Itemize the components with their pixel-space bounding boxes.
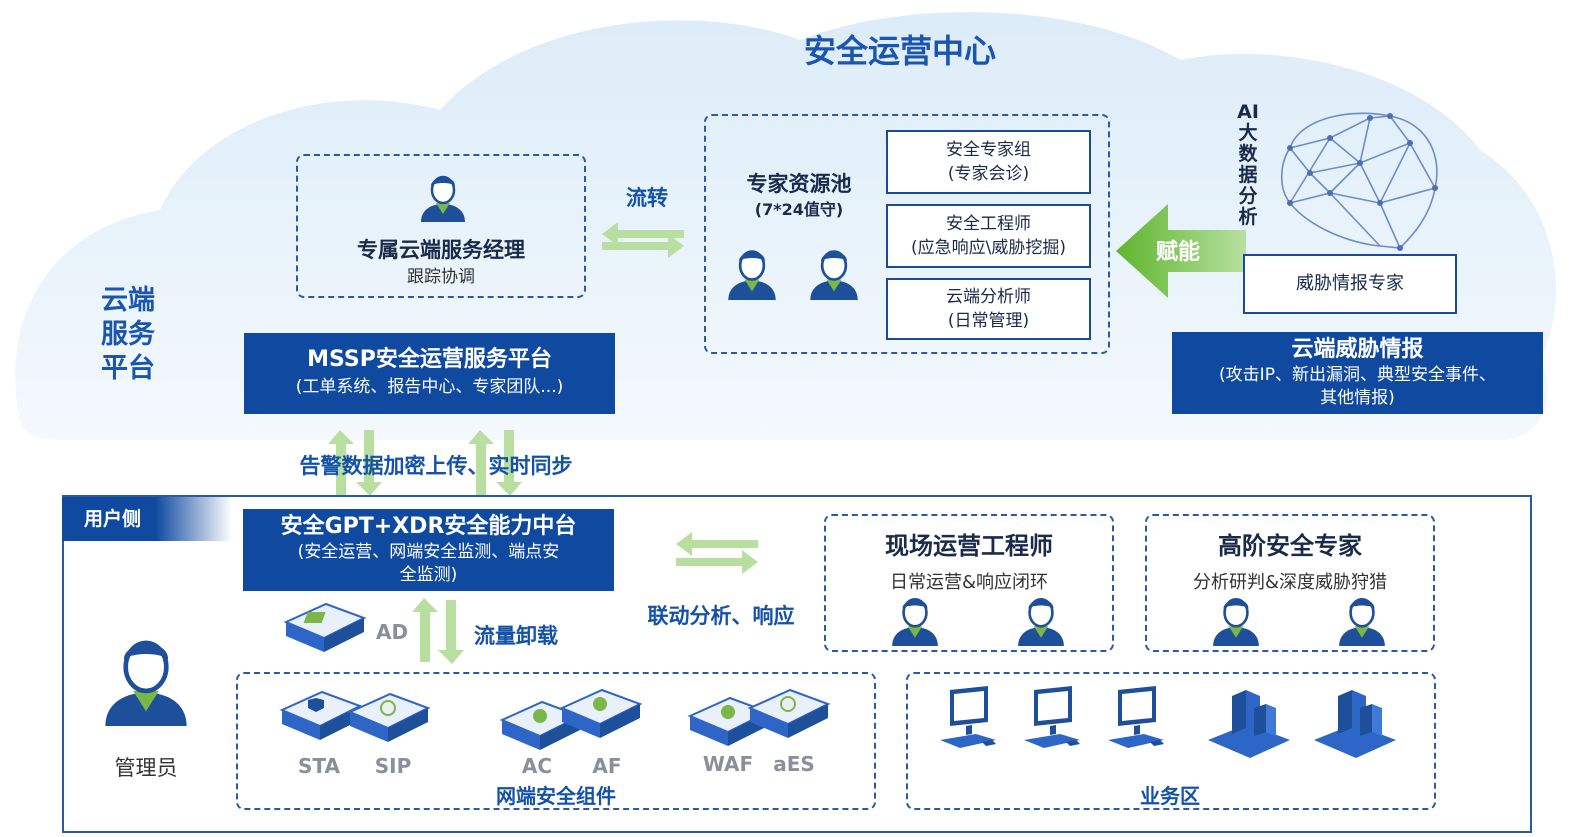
device-label: SIP [374, 754, 412, 778]
user-side-tab: 用户侧 [62, 497, 232, 541]
person-icon [421, 175, 465, 222]
field-engineer-subtitle: 日常运营&响应闭环 [889, 572, 1049, 593]
empower-label: 赋能 [1155, 240, 1200, 265]
expert-pool-box: 专家资源池 (7*24值守) 安全专家组 (专家会诊) 安全工程师 (应急响应\… [704, 114, 1110, 354]
manager-title: 专属云端服务经理 [357, 238, 525, 262]
group-line1: 安全工程师 [946, 214, 1031, 234]
computer-icon [1024, 686, 1080, 748]
threat-intel-line1: (攻击IP、新出漏洞、典型安全事件、 [1219, 365, 1496, 385]
ad-label: AD [376, 620, 409, 644]
service-manager-box: 专属云端服务经理 跟踪协调 [296, 154, 586, 298]
device-label: WAF [702, 752, 754, 776]
threat-expert-box: 威胁情报专家 [1243, 254, 1457, 314]
swap-arrow-icon [468, 430, 522, 496]
ai-label: AI大数据分析 [1237, 101, 1259, 228]
device-label: AC [521, 754, 553, 778]
device-label: AF [592, 754, 622, 778]
mssp-box: MSSP安全运营服务平台 (工单系统、报告中心、专家团队...) [244, 333, 615, 414]
admin-label: 管理员 [114, 756, 178, 780]
expert-group-box: 安全专家组 (专家会诊) [886, 130, 1091, 194]
mssp-subtitle: (工单系统、报告中心、专家团队...) [295, 377, 564, 397]
senior-expert-title: 高阶安全专家 [1218, 532, 1362, 560]
group-line2: (日常管理) [947, 311, 1030, 331]
senior-expert-subtitle: 分析研判&深度威胁狩猎 [1192, 572, 1388, 593]
device-label: aES [773, 752, 815, 776]
device-icon [747, 688, 831, 738]
field-engineer-box: 现场运营工程师 日常运营&响应闭环 [824, 514, 1114, 652]
mssp-title: MSSP安全运营服务平台 [307, 347, 552, 372]
computer-icon [940, 686, 996, 748]
person-icon [810, 250, 858, 300]
group-line1: 安全专家组 [946, 140, 1031, 160]
person-icon [1339, 597, 1385, 646]
building-icon [1314, 690, 1396, 758]
group-line2: (专家会诊) [947, 164, 1030, 184]
swap-arrow-icon [676, 532, 758, 574]
device-icon [347, 692, 431, 742]
field-engineer-title: 现场运营工程师 [885, 532, 1053, 560]
computer-icon [1108, 686, 1164, 748]
gpt-line1: (安全运营、网端安全监测、端点安 [297, 542, 560, 562]
person-icon [1213, 597, 1259, 646]
manager-subtitle: 跟踪协调 [407, 267, 475, 287]
threat-intel-line2: 其他情报) [1320, 388, 1395, 408]
network-security-group [236, 672, 876, 810]
swap-arrow-icon [328, 430, 382, 496]
group-line1: 云端分析师 [946, 287, 1031, 307]
brain-network-icon [1280, 112, 1438, 251]
business-zone-title: 业务区 [1140, 784, 1200, 808]
engineer-group-box: 安全工程师 (应急响应\威胁挖掘) [886, 204, 1091, 268]
analyst-group-box: 云端分析师 (日常管理) [886, 278, 1091, 340]
gpt-xdr-box: 安全GPT+XDR安全能力中台 (安全运营、网端安全监测、端点安 全监测) [243, 509, 614, 591]
senior-expert-box: 高阶安全专家 分析研判&深度威胁狩猎 [1145, 514, 1435, 652]
business-zone-box [906, 672, 1436, 810]
threat-intel-box: 云端威胁情报 (攻击IP、新出漏洞、典型安全事件、 其他情报) [1172, 332, 1543, 414]
person-icon [728, 250, 776, 300]
person-icon [1018, 597, 1064, 646]
swap-arrow-icon [412, 598, 464, 664]
group-line2: (应急响应\威胁挖掘) [911, 238, 1066, 258]
device-icon [559, 688, 643, 738]
person-icon [892, 597, 938, 646]
threat-intel-title: 云端威胁情报 [1291, 337, 1424, 362]
device-label: STA [298, 754, 340, 778]
gpt-title: 安全GPT+XDR安全能力中台 [280, 514, 577, 539]
offload-label: 流量卸载 [474, 624, 558, 648]
linkage-label: 联动分析、响应 [647, 604, 795, 628]
green-left-arrow-icon [1116, 204, 1246, 298]
pool-title: 专家资源池 [746, 172, 852, 196]
device-icon [283, 602, 367, 652]
flow-label: 流转 [626, 186, 668, 210]
cloud-platform-label: 云端 服务 平台 [101, 285, 155, 384]
sync-label: 告警数据加密上传、实时同步 [299, 454, 573, 478]
gpt-line2: 全监测) [399, 565, 458, 585]
page-title: 安全运营中心 [803, 32, 996, 70]
building-icon [1208, 690, 1290, 758]
swap-arrow-icon [602, 222, 684, 258]
network-group-title: 网端安全组件 [496, 784, 616, 808]
pool-subtitle: (7*24值守) [754, 200, 844, 219]
admin-person-icon [105, 640, 187, 726]
